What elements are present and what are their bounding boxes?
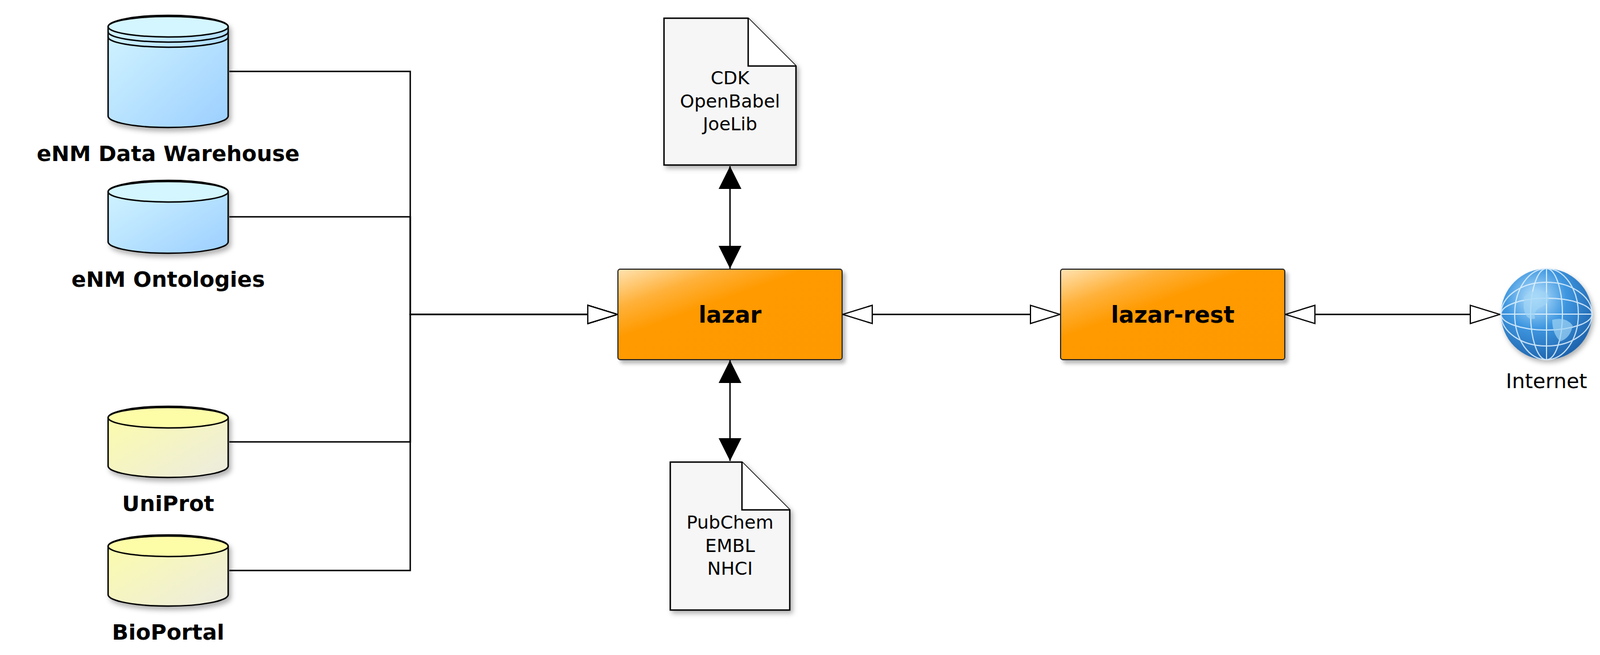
connector xyxy=(729,166,732,269)
globe-label: Internet xyxy=(1506,368,1588,394)
cyl-outline xyxy=(106,15,230,128)
cyl-outline xyxy=(106,180,230,254)
database-label: eNM Data Warehouse xyxy=(36,141,300,168)
box-label: lazar-rest xyxy=(1110,301,1235,328)
database-cylinder: eNM Ontologies xyxy=(106,180,230,254)
document-line: JoeLib xyxy=(702,112,758,136)
document-line: EMBL xyxy=(704,534,756,558)
internet-globe: Internet xyxy=(1499,267,1594,361)
connector xyxy=(729,360,732,461)
document-line: OpenBabel xyxy=(679,89,781,114)
cyl-outline xyxy=(106,534,230,606)
document-line: PubChem xyxy=(686,510,774,535)
database-cylinder: eNM Data Warehouse xyxy=(106,15,230,128)
connector xyxy=(229,216,618,315)
library-document: CDKOpenBabelJoeLib xyxy=(662,17,798,167)
document-line: CDK xyxy=(710,66,750,90)
database-cylinder: UniProt xyxy=(106,406,230,478)
connector xyxy=(229,314,618,571)
connector xyxy=(842,313,1061,316)
connector xyxy=(229,314,618,443)
document-line: NHCI xyxy=(707,557,753,581)
process-box: lazar-rest xyxy=(1060,268,1286,361)
database-label: eNM Ontologies xyxy=(71,266,266,294)
database-label: BioPortal xyxy=(112,619,225,646)
connector xyxy=(1285,313,1500,316)
source-document: PubChemEMBLNHCI xyxy=(669,460,791,612)
box-label: lazar xyxy=(698,301,762,328)
process-box: lazar xyxy=(617,268,843,361)
cyl-outline xyxy=(106,406,230,478)
globe-outline xyxy=(1499,267,1594,361)
connector xyxy=(229,71,618,315)
database-label: UniProt xyxy=(122,491,215,518)
database-cylinder: BioPortal xyxy=(106,534,230,606)
